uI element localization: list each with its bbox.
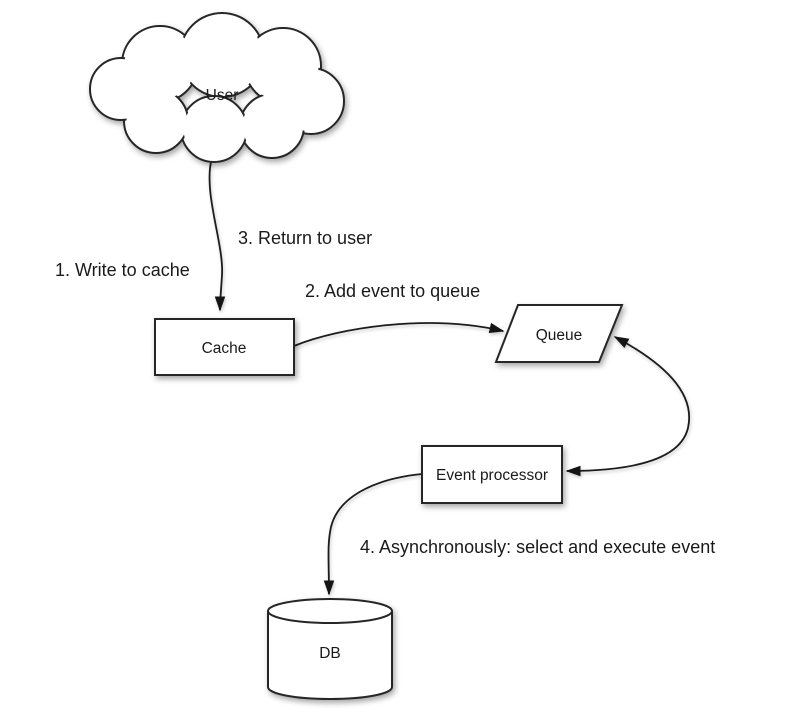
edge-user-to-cache bbox=[208, 161, 226, 312]
node-db-label: DB bbox=[319, 645, 341, 662]
edge-cache-to-queue bbox=[293, 322, 505, 347]
edge-label-step3: 3. Return to user bbox=[238, 228, 372, 248]
node-user: User bbox=[89, 12, 345, 163]
db-cylinder-body bbox=[267, 611, 393, 701]
edge-label-step2: 2. Add event to queue bbox=[305, 281, 480, 301]
node-event-processor: Event processor bbox=[421, 445, 563, 504]
edge-event-processor-to-db bbox=[323, 473, 423, 596]
edge-queue-event-processor-bidirectional bbox=[565, 336, 691, 477]
node-event-processor-label: Event processor bbox=[436, 467, 548, 484]
edge-label-step1: 1. Write to cache bbox=[55, 260, 190, 280]
node-cache: Cache bbox=[154, 318, 295, 376]
node-cache-label: Cache bbox=[202, 340, 247, 357]
node-db: DB bbox=[267, 598, 393, 701]
diagram-edges bbox=[208, 161, 691, 596]
node-queue-label: Queue bbox=[536, 327, 583, 344]
node-queue: Queue bbox=[494, 304, 624, 363]
edge-label-step4: 4. Asynchronously: select and execute ev… bbox=[360, 537, 715, 557]
node-user-label: User bbox=[206, 87, 239, 104]
db-cylinder-top bbox=[267, 598, 393, 624]
